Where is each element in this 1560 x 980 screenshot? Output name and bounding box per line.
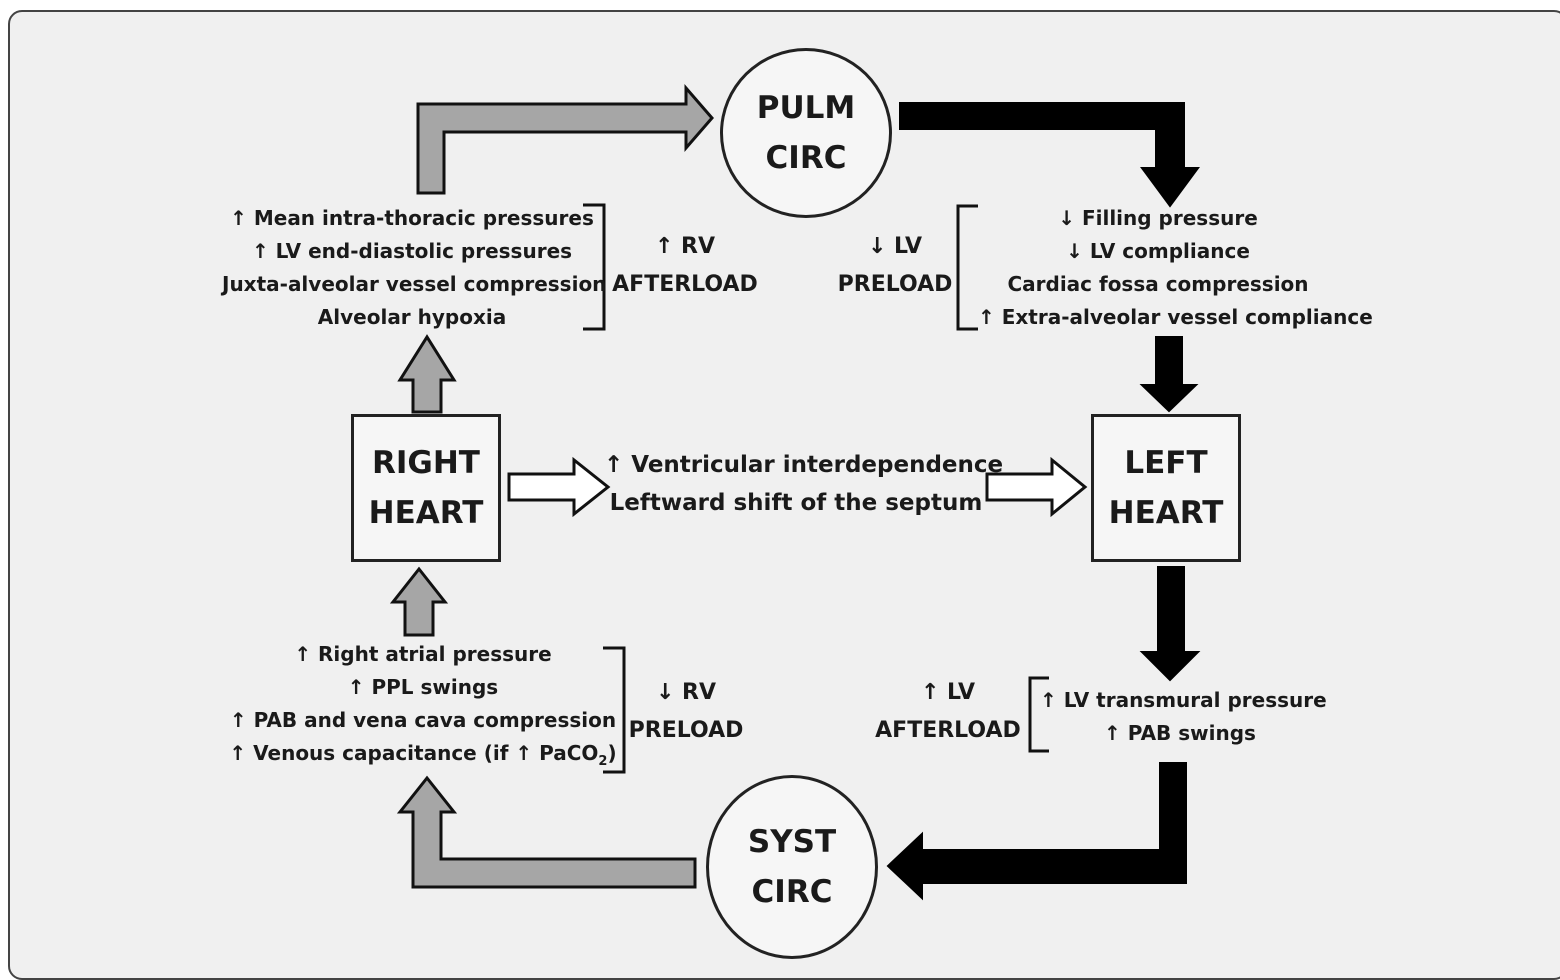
interdependence-text: ↑ Ventricular interdependence Leftward s… xyxy=(604,446,1004,522)
rv-preload-cause-4-close: ) xyxy=(607,741,617,765)
rv-preload-cause-1: ↑ Right atrial pressure xyxy=(294,642,552,666)
gray-elbow-arrow-to-pulm-circ xyxy=(416,83,714,195)
interdependence-line-1: ↑ Ventricular interdependence xyxy=(604,452,1004,478)
rv-preload-label-2: PRELOAD xyxy=(628,718,744,743)
rv-preload-cause-3: ↑ PAB and vena cava compression xyxy=(229,708,617,732)
rv-afterload-cause-1: ↑ Mean intra-thoracic pressures xyxy=(230,206,594,230)
rv-afterload-cause-4: Alveolar hypoxia xyxy=(317,305,507,329)
rv-afterload-label: ↑ RV AFTERLOAD xyxy=(610,228,760,304)
rv-preload-causes: ↑ Right atrial pressure ↑ PPL swings ↑ P… xyxy=(226,638,620,770)
rv-preload-label-1: ↓ RV xyxy=(655,680,717,705)
lv-afterload-label-2: AFTERLOAD xyxy=(875,718,1021,743)
syst-circ-node: SYST CIRC xyxy=(706,775,878,959)
lv-preload-label-2: PRELOAD xyxy=(837,272,953,297)
left-heart-line1: LEFT xyxy=(1124,445,1208,481)
rv-preload-label: ↓ RV PRELOAD xyxy=(626,674,746,750)
lv-preload-causes: ↓ Filling pressure ↓ LV compliance Cardi… xyxy=(978,202,1373,334)
lv-preload-label-1: ↓ LV xyxy=(867,234,923,259)
gray-elbow-arrow-from-syst-circ xyxy=(396,775,697,889)
lv-afterload-causes: ↑ LV transmural pressure ↑ PAB swings xyxy=(1040,684,1327,750)
lv-afterload-label: ↑ LV AFTERLOAD xyxy=(870,674,1026,750)
pulm-circ-line1: PULM xyxy=(756,90,856,126)
hollow-arrow-left-heart xyxy=(985,456,1088,518)
lv-preload-cause-4: ↑ Extra-alveolar vessel compliance xyxy=(978,305,1373,329)
left-heart-node: LEFT HEART xyxy=(1091,414,1241,562)
rv-afterload-cause-3: Juxta-alveolar vessel compression xyxy=(222,272,607,296)
black-elbow-arrow-from-pulm-circ xyxy=(899,102,1200,208)
rv-afterload-cause-2: ↑ LV end-diastolic pressures xyxy=(251,239,573,263)
rv-preload-cause-4-text: ↑ Venous capacitance (if ↑ PaCO xyxy=(229,741,599,765)
black-down-arrow-to-left-heart xyxy=(1139,336,1199,413)
black-down-arrow-from-left-heart xyxy=(1139,566,1201,682)
lv-preload-label: ↓ LV PRELOAD xyxy=(830,228,960,304)
gray-up-arrow-to-right-heart xyxy=(389,566,449,637)
bracket-rv-preload xyxy=(603,646,626,774)
right-heart-node: RIGHT HEART xyxy=(351,414,501,562)
pulm-circ-node: PULM CIRC xyxy=(720,48,892,218)
interdependence-line-2: Leftward shift of the septum xyxy=(609,490,983,516)
lv-preload-cause-1: ↓ Filling pressure xyxy=(1058,206,1258,230)
left-heart-line2: HEART xyxy=(1108,495,1224,531)
rv-afterload-label-2: AFTERLOAD xyxy=(612,272,758,297)
syst-circ-line2: CIRC xyxy=(751,874,833,910)
rv-preload-cause-4-sub: 2 xyxy=(598,754,608,769)
rv-preload-cause-2: ↑ PPL swings xyxy=(347,675,499,699)
bracket-lv-afterload xyxy=(1028,676,1049,753)
hollow-arrow-right-heart xyxy=(507,456,611,518)
right-heart-line2: HEART xyxy=(368,495,484,531)
lv-preload-cause-2: ↓ LV compliance xyxy=(1066,239,1250,263)
lv-preload-cause-3: Cardiac fossa compression xyxy=(1007,272,1309,296)
rv-preload-cause-4: ↑ Venous capacitance (if ↑ PaCO2) xyxy=(226,737,620,770)
bracket-rv-afterload xyxy=(583,203,606,331)
lv-afterload-cause-2: ↑ PAB swings xyxy=(1104,721,1256,745)
bracket-lv-preload xyxy=(956,204,978,331)
black-elbow-arrow-to-syst-circ xyxy=(886,762,1187,901)
right-heart-line1: RIGHT xyxy=(372,445,480,481)
pulm-circ-line2: CIRC xyxy=(765,140,847,176)
rv-afterload-causes: ↑ Mean intra-thoracic pressures ↑ LV end… xyxy=(222,202,607,334)
gray-up-arrow-top xyxy=(397,334,457,414)
lv-afterload-label-1: ↑ LV xyxy=(920,680,976,705)
syst-circ-line1: SYST xyxy=(747,824,837,860)
lv-afterload-cause-1: ↑ LV transmural pressure xyxy=(1040,688,1327,712)
rv-afterload-label-1: ↑ RV xyxy=(654,234,716,259)
